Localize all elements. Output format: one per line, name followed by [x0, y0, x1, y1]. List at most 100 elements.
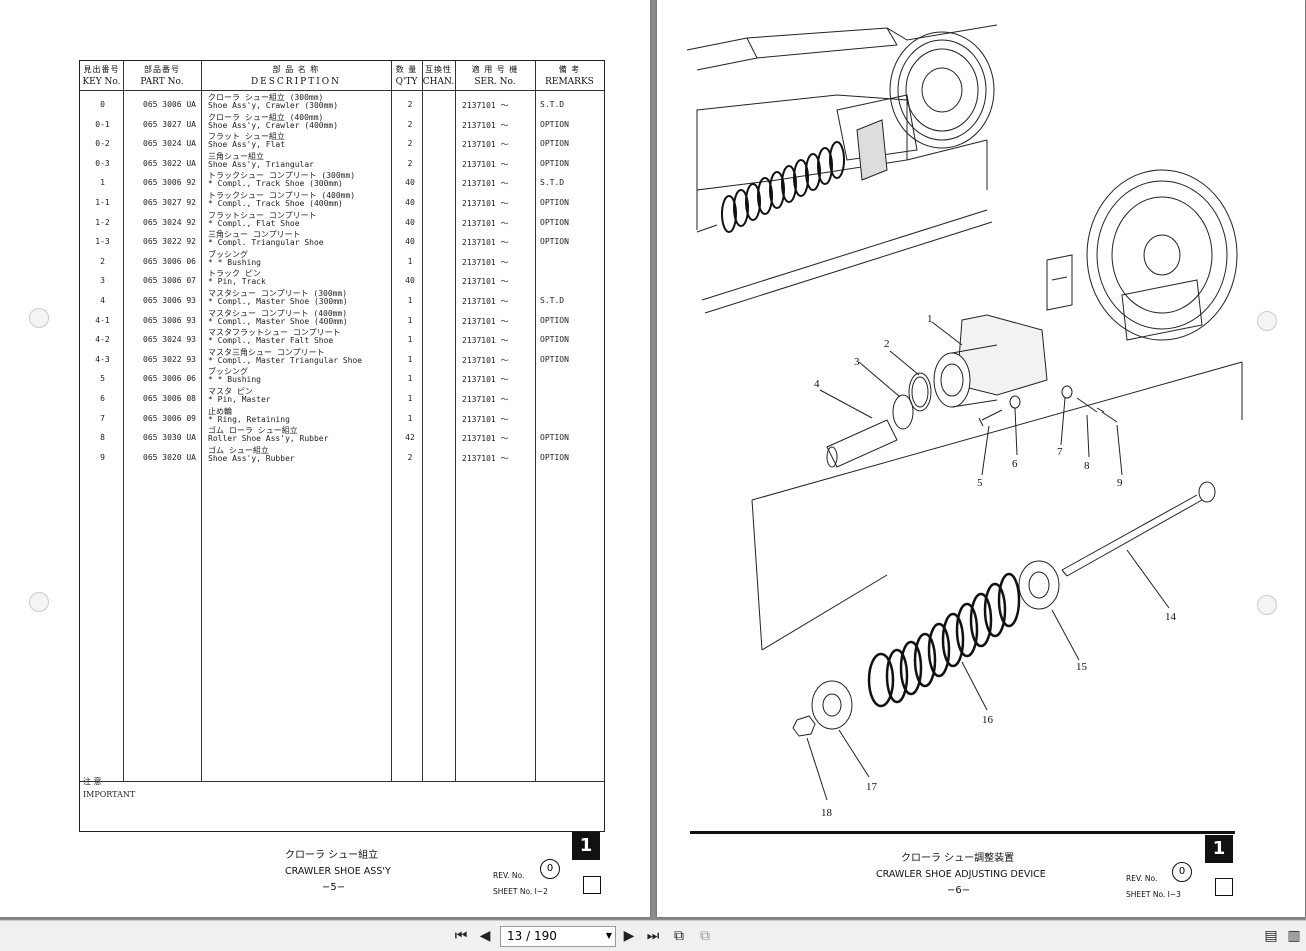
callout-1: 1 [927, 313, 933, 325]
cell-d2: * Compl., Track Shoe (300mm) [208, 179, 343, 189]
cell-rem: OPTION [540, 335, 569, 345]
cell-d2: * Compl., Master Shoe (400mm) [208, 316, 348, 326]
cell-qty: 2 [407, 139, 413, 149]
cell-rem: S.T.D [540, 100, 565, 109]
cell-d2: * Compl., Flat Shoe [208, 218, 300, 228]
cell-qty: 2 [407, 158, 413, 168]
cell-ser: 2137101 ～ [462, 297, 509, 306]
cell-d1: トラック ピン [208, 269, 261, 279]
cell-d1: マスタフラットシュー コンプリート [208, 328, 341, 338]
cell-qty: 40 [405, 178, 415, 188]
rev-label: REV. No. [493, 871, 525, 880]
cell-key: 1-3 [95, 237, 110, 247]
cell-qty: 1 [407, 374, 413, 384]
cell-part: 065 3006 92 [143, 178, 196, 188]
cell-d2: * Compl. Triangular Shoe [208, 238, 324, 248]
cell-qty: 40 [405, 217, 415, 227]
cell-d2: Shoe Ass'y, Triangular [208, 159, 314, 169]
cell-ser: 2137101 ～ [462, 355, 509, 365]
cell-rem: OPTION [540, 354, 569, 364]
rotate-icon[interactable]: ⧉ [674, 928, 684, 944]
cell-d1: マスタシュー コンプリート (400mm) [208, 308, 348, 318]
cell-d2: Shoe Ass'y, Rubber [208, 453, 295, 463]
cell-part: 065 3022 93 [143, 354, 196, 364]
next-page-icon[interactable]: ▶ [623, 928, 635, 944]
cell-d1: マスタ ピン [208, 387, 253, 396]
cell-ser: 2137101 ～ [462, 414, 509, 424]
copy-icon[interactable]: ⧉ [700, 928, 710, 944]
single-page-view-icon[interactable]: ▤ [1264, 928, 1278, 944]
cell-ser: 2137101 ～ [462, 101, 509, 110]
cell-qty: 1 [407, 315, 413, 325]
cell-ser: 2137101 ～ [462, 336, 509, 346]
callout-8: 8 [1084, 460, 1090, 472]
cell-key: 0-1 [95, 119, 110, 129]
cell-d1: ゴム シュー組立 [208, 445, 269, 455]
cell-key: 0-3 [95, 158, 110, 168]
cell-qty: 1 [407, 296, 413, 305]
cell-rem: OPTION [540, 198, 569, 207]
cell-part: 065 3022 92 [143, 237, 196, 247]
prev-page-icon[interactable]: ◀ [479, 928, 491, 944]
cell-qty: 1 [407, 256, 413, 266]
cell-d2: * Pin, Master [208, 395, 271, 404]
callout-5: 5 [977, 477, 983, 489]
cell-d1: マスタシュー コンプリート (300mm) [208, 289, 348, 298]
callout-16: 16 [982, 714, 994, 726]
cell-ser: 2137101 ～ [462, 257, 509, 267]
callout-4: 4 [814, 378, 820, 390]
cell-d1: フラットシュー コンプリート [208, 210, 317, 220]
cell-d1: 三角シュー コンプリート [208, 230, 301, 240]
cell-qty: 2 [407, 119, 413, 129]
cell-ser: 2137101 ～ [462, 120, 509, 130]
cell-part: 065 3006 UA [143, 100, 196, 109]
cell-part: 065 3024 93 [143, 335, 196, 345]
page-selector[interactable]: 13 / 190 ▼ [500, 926, 616, 947]
two-page-view-icon[interactable]: ▥ [1287, 928, 1301, 944]
callout-6: 6 [1012, 458, 1018, 470]
page-title-jp: クローラ シュー組立 [285, 850, 379, 861]
cell-d1: ブッシング [208, 249, 248, 259]
punch-hole [29, 592, 49, 612]
cell-rem: OPTION [540, 119, 569, 129]
cell-rem: S.T.D [540, 178, 565, 188]
sheet-number: SHEET No. Ⅰ−2 [493, 887, 548, 896]
cell-key: 8 [100, 433, 105, 443]
cell-key: 3 [100, 276, 105, 286]
cell-d1: 止め輪 [208, 406, 232, 416]
last-page-icon[interactable]: ⏭ [646, 928, 660, 944]
cell-qty: 40 [405, 276, 415, 286]
cell-rem: OPTION [540, 237, 569, 247]
check-box [583, 876, 601, 894]
callout-15: 15 [1076, 661, 1088, 673]
rev-value: 0 [1172, 862, 1192, 882]
rev-value: 0 [540, 859, 560, 879]
cell-key: 1-2 [95, 217, 110, 227]
cell-key: 6 [100, 394, 105, 403]
cell-d2: * * Bushing [208, 257, 261, 267]
cell-part: 065 3006 06 [143, 374, 196, 384]
cell-part: 065 3006 07 [143, 276, 196, 286]
punch-hole [1257, 595, 1277, 615]
cell-ser: 2137101 ～ [462, 375, 509, 385]
page-title-en: CRAWLER SHOE ASS'Y [285, 866, 391, 877]
cell-key: 0-2 [95, 139, 110, 149]
exploded-parts-diagram: 1 2 3 4 5 6 7 8 9 14 15 16 17 18 [686, 24, 1243, 819]
section-badge: 1 [1205, 835, 1233, 863]
cell-ser: 2137101 ～ [462, 159, 509, 169]
callout-3: 3 [854, 356, 860, 368]
first-page-icon[interactable]: ⏮ [454, 928, 468, 944]
cell-d2: * Compl., Track Shoe (400mm) [208, 199, 343, 208]
cell-part: 065 3022 UA [143, 158, 196, 168]
